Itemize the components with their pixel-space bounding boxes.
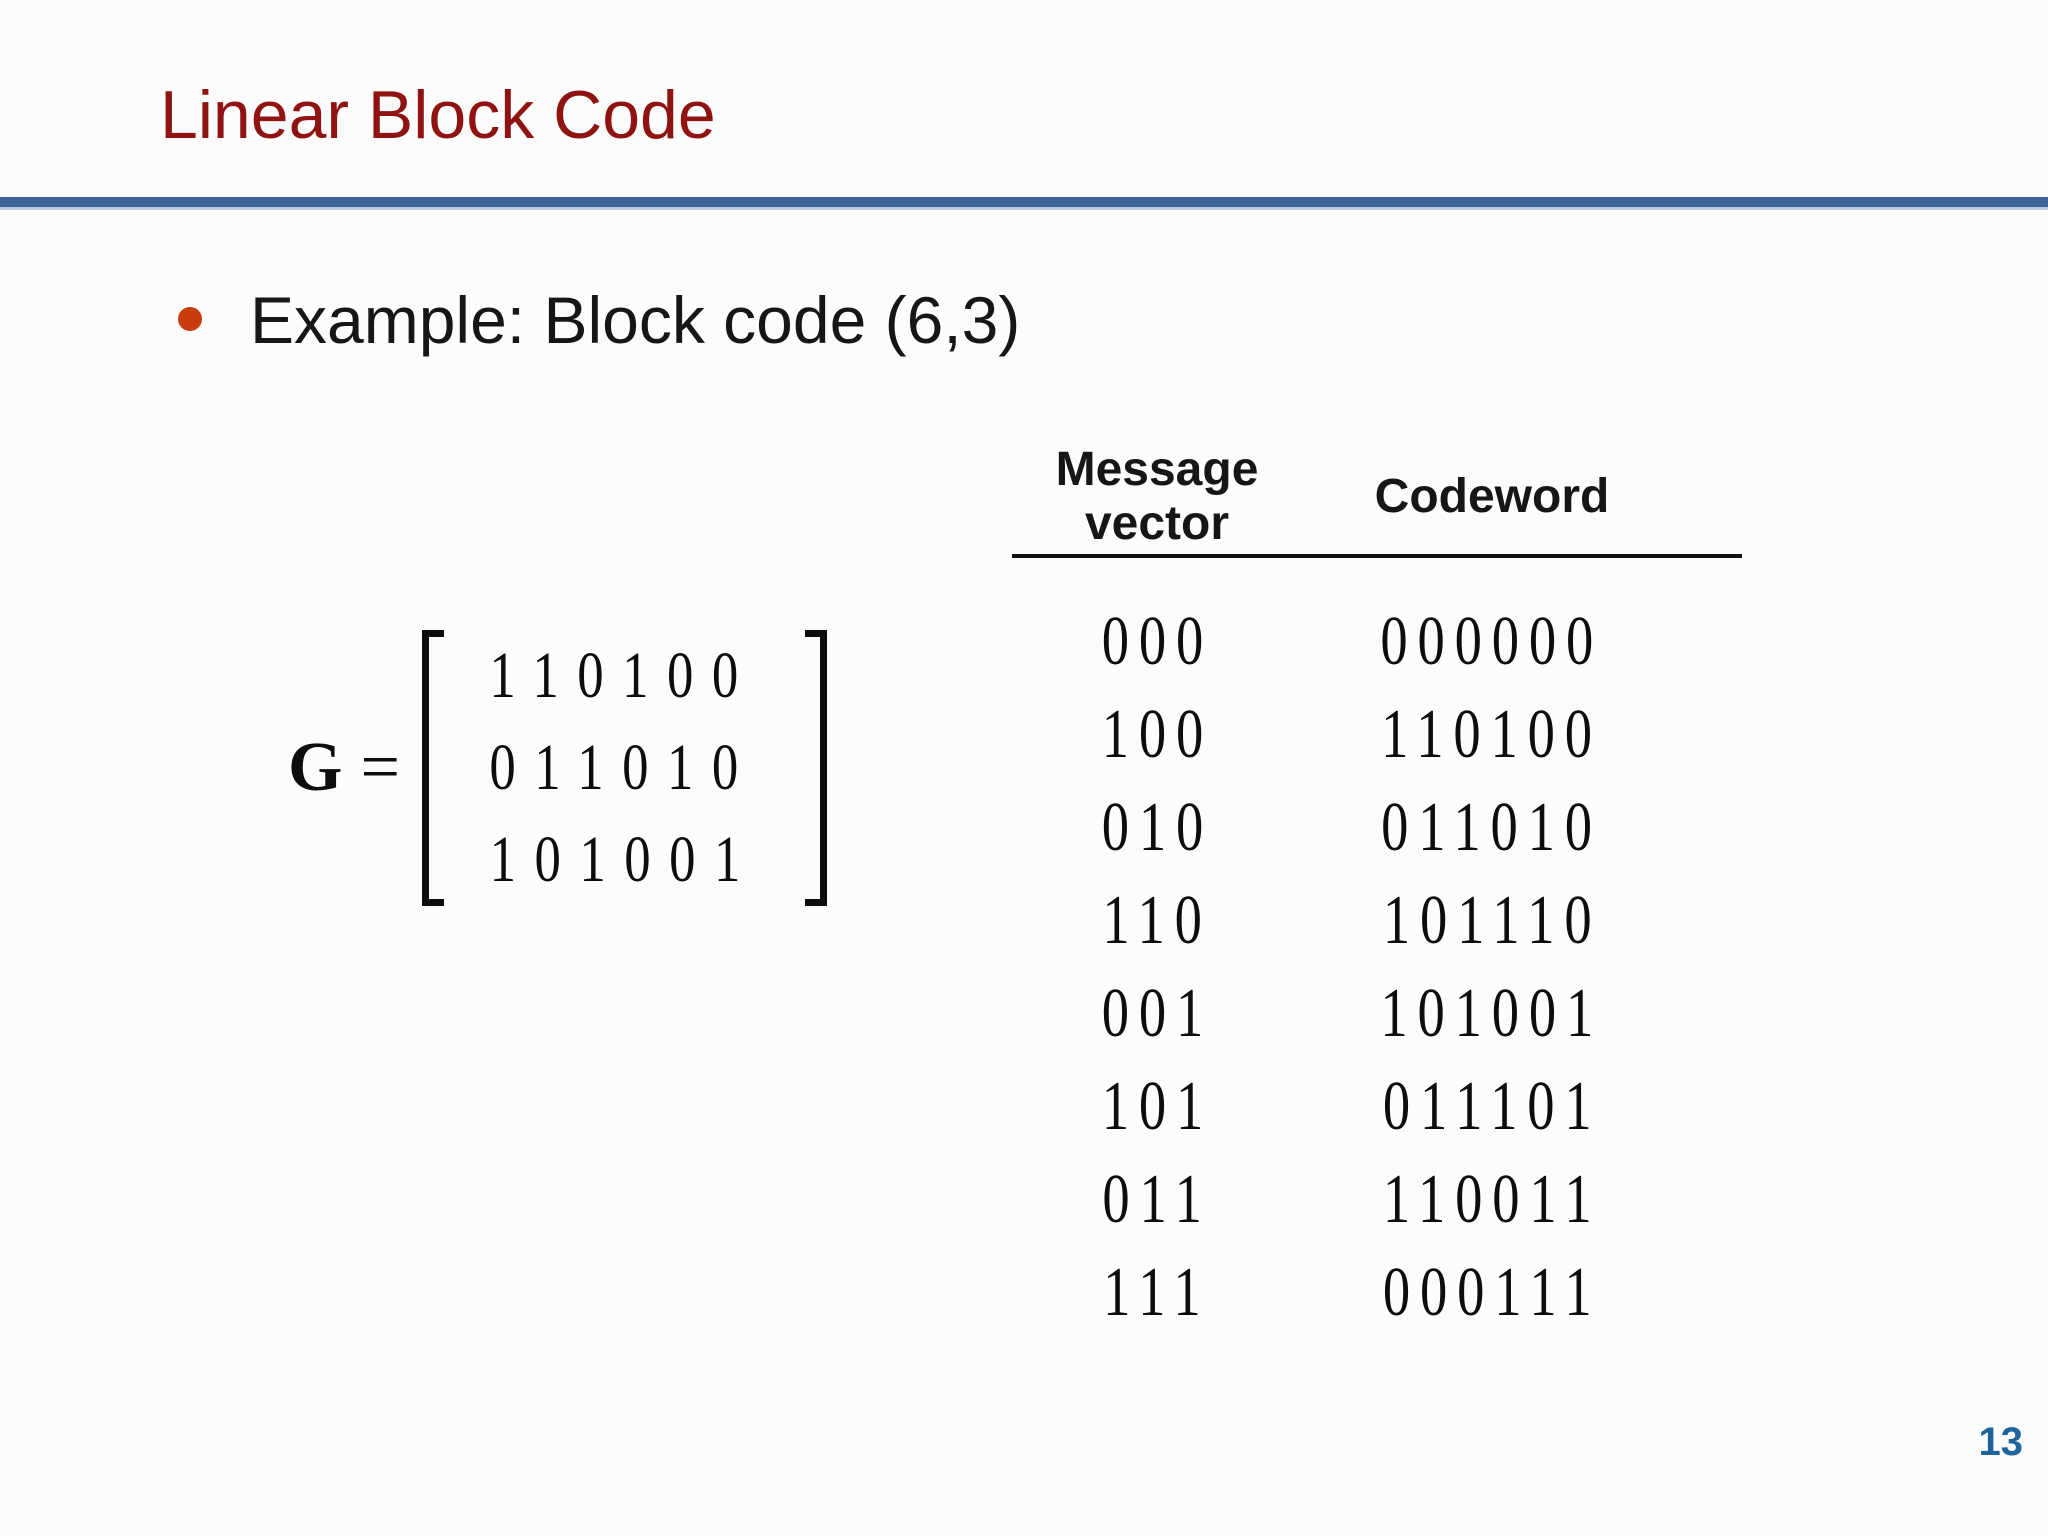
matrix-row-digits: 011010 xyxy=(489,731,757,804)
codeword-value: 000111 xyxy=(1382,1253,1602,1331)
message-value: 100 xyxy=(1101,695,1213,773)
title-divider-rule xyxy=(0,197,2048,210)
table-row: 100 110100 xyxy=(1012,688,1742,781)
table-row: 011 110011 xyxy=(1012,1153,1742,1246)
generator-matrix: G = 110100 011010 101001 xyxy=(288,630,827,906)
codeword-value: 110100 xyxy=(1381,695,1603,773)
message-cell: 110 xyxy=(1012,881,1302,959)
message-cell: 011 xyxy=(1012,1160,1302,1238)
message-value: 001 xyxy=(1101,974,1213,1052)
codeword-cell: 110011 xyxy=(1302,1160,1682,1238)
codeword-cell: 011101 xyxy=(1302,1067,1682,1145)
matrix-row-digits: 101001 xyxy=(489,823,759,896)
codeword-cell: 101001 xyxy=(1302,974,1682,1052)
page-number: 13 xyxy=(1978,1420,2024,1464)
codeword-cell: 000111 xyxy=(1302,1253,1682,1331)
message-cell: 101 xyxy=(1012,1067,1302,1145)
table-row: 110 101110 xyxy=(1012,874,1742,967)
matrix-row-digits: 110100 xyxy=(489,639,757,712)
codeword-cell: 011010 xyxy=(1302,788,1682,866)
message-cell: 111 xyxy=(1012,1253,1302,1331)
message-value: 000 xyxy=(1101,602,1213,680)
message-value: 101 xyxy=(1101,1067,1213,1145)
table-row: 001 101001 xyxy=(1012,967,1742,1060)
table-row: 010 011010 xyxy=(1012,781,1742,874)
matrix-label: G xyxy=(288,729,343,806)
matrix-rows: 110100 011010 101001 xyxy=(444,630,805,906)
message-cell: 100 xyxy=(1012,695,1302,773)
bullet-text: Example: Block code (6,3) xyxy=(250,283,1021,357)
bullet-dot-icon xyxy=(178,307,202,331)
table-row: 101 011101 xyxy=(1012,1060,1742,1153)
codeword-cell: 101110 xyxy=(1302,881,1682,959)
codeword-value: 101110 xyxy=(1382,881,1602,959)
message-value: 010 xyxy=(1101,788,1213,866)
matrix-left-bracket xyxy=(421,630,444,906)
message-cell: 000 xyxy=(1012,602,1302,680)
matrix-row: 101001 xyxy=(456,814,793,906)
message-value: 011 xyxy=(1102,1160,1212,1238)
message-value: 110 xyxy=(1102,881,1212,959)
codeword-value: 011101 xyxy=(1382,1067,1602,1145)
message-cell: 010 xyxy=(1012,788,1302,866)
codeword-value: 101001 xyxy=(1380,974,1604,1052)
codeword-value: 110011 xyxy=(1382,1160,1602,1238)
column-header-codeword: Codeword xyxy=(1374,470,1610,523)
codeword-value: 011010 xyxy=(1381,788,1603,866)
codeword-table: Message vector Codeword 000 000000 100 1… xyxy=(1012,440,1742,1339)
message-cell: 001 xyxy=(1012,974,1302,1052)
table-body: 000 000000 100 110100 010 011010 110 101… xyxy=(1012,558,1742,1339)
codeword-value: 000000 xyxy=(1380,602,1604,680)
matrix-row: 110100 xyxy=(456,630,793,722)
table-header-row: Message vector Codeword xyxy=(1012,440,1742,558)
matrix-right-bracket xyxy=(804,630,827,906)
table-row: 000 000000 xyxy=(1012,595,1742,688)
message-value: 111 xyxy=(1103,1253,1211,1331)
slide-title: Linear Block Code xyxy=(160,77,716,153)
matrix-row: 011010 xyxy=(456,722,793,814)
equals-sign: = xyxy=(360,729,400,806)
table-row: 111 000111 xyxy=(1012,1246,1742,1339)
codeword-cell: 110100 xyxy=(1302,695,1682,773)
codeword-cell: 000000 xyxy=(1302,602,1682,680)
column-header-message-vector: Message vector xyxy=(1055,443,1259,550)
